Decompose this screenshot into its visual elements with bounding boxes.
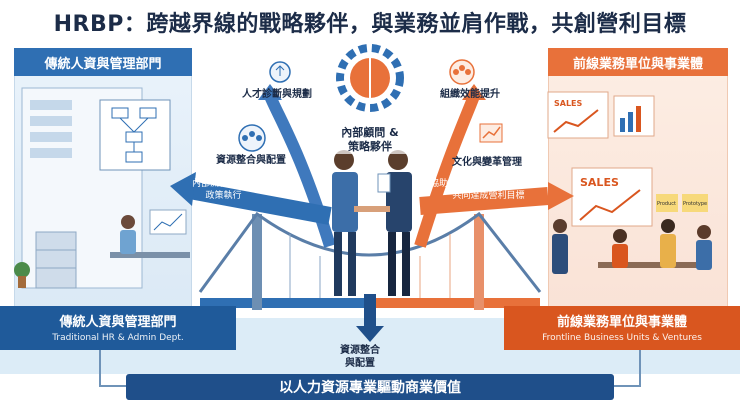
svg-text:Product: Product	[657, 201, 676, 207]
business-office: SALES SALES Product Prototype	[547, 91, 712, 274]
hr-worker-head	[121, 215, 135, 229]
value-banner: 以人力資源專業驅動商業價值	[126, 374, 614, 400]
hr-plaque: 傳統人資與管理部門 Traditional HR & Admin Dept.	[0, 306, 236, 350]
file-cabinet	[35, 231, 77, 289]
culture-change-label: 文化與變革管理	[452, 157, 522, 168]
svg-text:SALES: SALES	[554, 99, 583, 108]
hr-office-building	[14, 87, 190, 289]
bridge-tower-right	[474, 214, 484, 310]
group-icon	[238, 124, 266, 152]
business-plaque-title: 前線業務單位與事業體	[556, 315, 687, 330]
bridge-deck-right	[370, 298, 540, 308]
resource-allocation-label: 資源整合與配置	[216, 155, 286, 166]
arrow-down	[364, 294, 376, 328]
handshake-icon	[332, 150, 412, 296]
process-optimization-label: 內部流程優化、政策執行	[192, 179, 256, 201]
cloud-upload-icon	[269, 61, 291, 83]
org-effectiveness-label: 組織效能提升	[440, 89, 500, 100]
business-plaque-subtitle: Frontline Business Units & Ventures	[542, 333, 702, 343]
business-panel-header: 前線業務單位與事業體	[548, 48, 728, 76]
arrow-to-talent	[264, 93, 336, 248]
business-support-label: 協助事業體主管、提供策略、共同達成營利目標	[430, 179, 548, 201]
plant	[14, 262, 30, 278]
business-person-1	[553, 219, 567, 233]
hr-plaque-subtitle: Traditional HR & Admin Dept.	[52, 333, 184, 343]
arrow-to-business	[419, 187, 549, 215]
growth-chart-icon	[479, 123, 503, 143]
sticky-note-1	[656, 194, 678, 212]
svg-text:Prototype: Prototype	[683, 201, 707, 207]
arrow-to-org	[414, 93, 480, 248]
flowchart-board	[99, 99, 171, 171]
team-icon	[449, 59, 475, 85]
hr-panel-header: 傳統人資與管理部門	[14, 48, 192, 76]
business-plaque: 前線業務單位與事業體 Frontline Business Units & Ve…	[504, 306, 740, 350]
bridge-tower-left	[252, 214, 262, 310]
hr-plaque-title: 傳統人資與管理部門	[59, 315, 177, 330]
svg-text:SALES: SALES	[580, 176, 619, 189]
sales-board-1	[547, 91, 609, 139]
meeting-table	[598, 262, 710, 268]
sticky-note-2	[682, 194, 708, 212]
center-label-line1: 內部顧問 &	[341, 126, 399, 139]
center-label-line2: 策略夥伴	[348, 140, 392, 153]
talent-planning-label: 人才診斷與規劃	[242, 89, 312, 100]
center-label: 內部顧問 & 策略夥伴	[320, 126, 420, 154]
flow-arrows	[99, 84, 641, 387]
tablet	[377, 173, 391, 193]
page-title: HRBP：跨越界線的戰略夥伴，與業務並肩作戰，共創營利目標	[53, 12, 687, 37]
down-arrow-label: 資源整合與配置	[340, 345, 380, 369]
desk	[110, 252, 190, 258]
arrow-to-hr	[188, 181, 332, 225]
gear-brain-icon	[336, 44, 404, 112]
